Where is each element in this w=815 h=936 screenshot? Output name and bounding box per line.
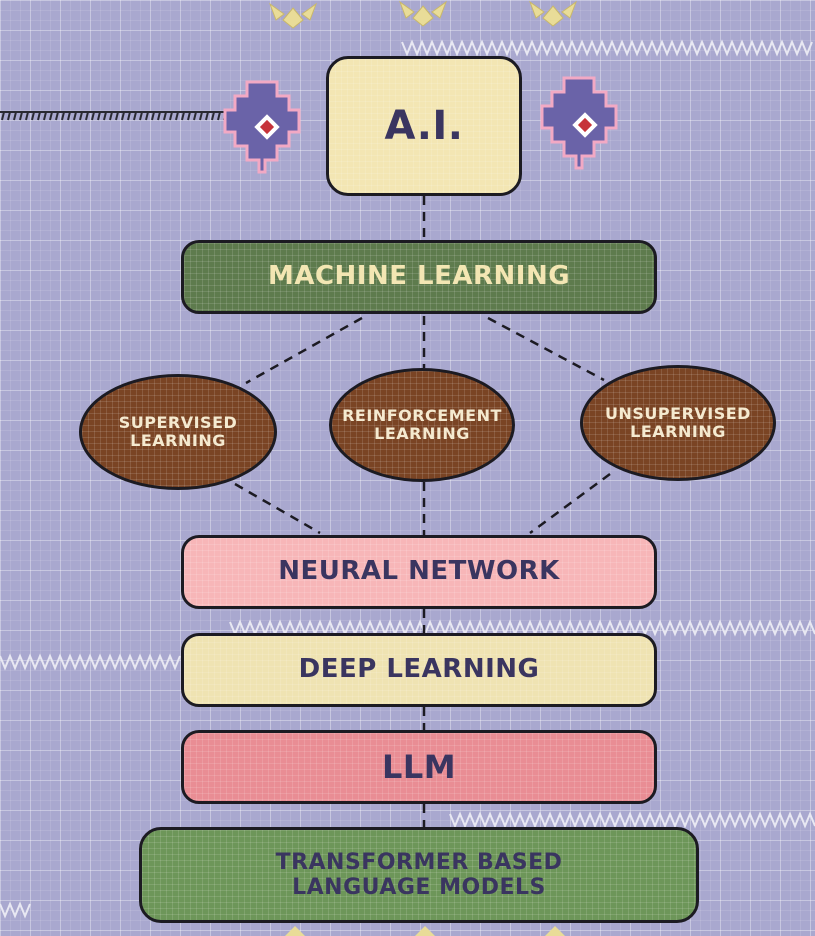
llm-label: LLM <box>381 747 457 786</box>
neural-network-node: NEURAL NETWORK <box>181 535 657 609</box>
edge-ml-unsupervised <box>487 316 605 382</box>
reinforcement-label-line2: LEARNING <box>374 424 470 443</box>
supervised-label-line1: SUPERVISED <box>118 412 238 432</box>
flower-motif-icon <box>268 0 578 29</box>
ai-label: A.I. <box>384 103 464 149</box>
stitch-decoration <box>0 39 815 919</box>
deep-learning-node: DEEP LEARNING <box>181 633 657 707</box>
transformer-label-line2: LANGUAGE MODELS <box>292 875 546 900</box>
unsupervised-label-line1: UNSUPERVISED <box>605 403 751 423</box>
supervised-label-line2: LEARNING <box>130 431 226 450</box>
diamond-ornament-icon <box>223 80 301 174</box>
supervised-learning-node: SUPERVISED LEARNING <box>79 374 277 490</box>
edge-supervised-neural-network <box>234 482 321 535</box>
deep-learning-label: DEEP LEARNING <box>298 654 540 685</box>
machine-learning-node: MACHINE LEARNING <box>181 240 657 314</box>
transformer-label-line1: TRANSFORMER BASED <box>275 849 563 875</box>
flower-motif-icon <box>285 926 565 936</box>
ai-node: A.I. <box>326 56 522 196</box>
llm-node: LLM <box>181 730 657 804</box>
diamond-ornament-icon <box>540 76 618 170</box>
edge-ml-supervised <box>245 316 363 385</box>
machine-learning-label: MACHINE LEARNING <box>267 261 571 292</box>
neural-network-label: NEURAL NETWORK <box>278 556 560 587</box>
unsupervised-learning-node: UNSUPERVISED LEARNING <box>580 365 776 481</box>
tick-decoration <box>0 111 228 121</box>
unsupervised-label-line2: LEARNING <box>630 422 726 441</box>
reinforcement-label-line1: REINFORCEMENT <box>342 405 502 425</box>
edge-unsupervised-neural-network <box>529 472 611 535</box>
transformer-models-node: TRANSFORMER BASED LANGUAGE MODELS <box>139 827 699 923</box>
reinforcement-learning-node: REINFORCEMENT LEARNING <box>329 368 515 482</box>
